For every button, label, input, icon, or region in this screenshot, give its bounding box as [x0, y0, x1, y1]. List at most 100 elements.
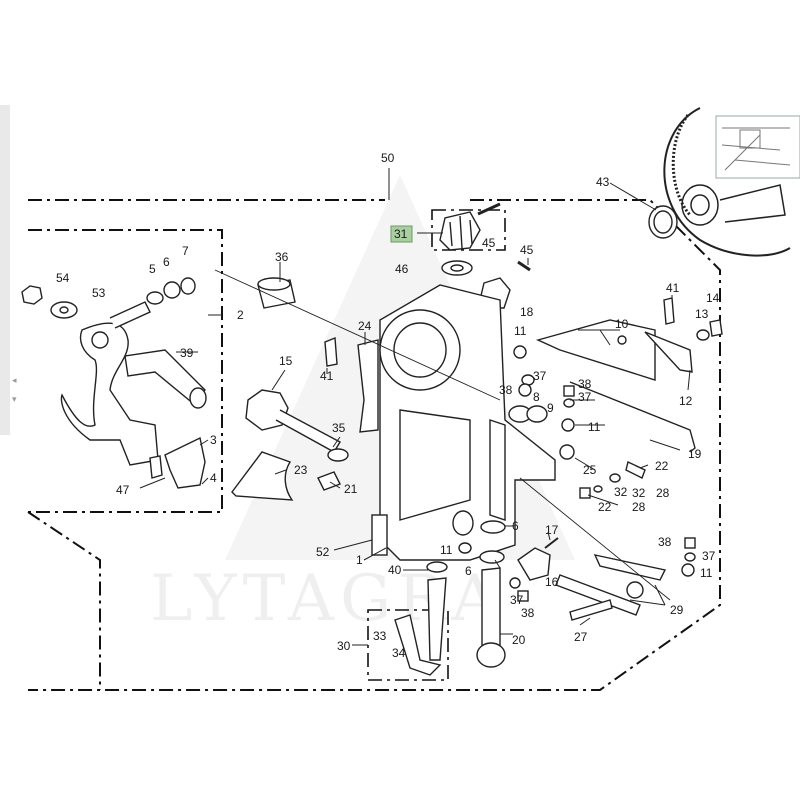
- callout-40[interactable]: 40: [388, 563, 402, 577]
- part-29-arm-b: [555, 574, 641, 616]
- thumbnail-preview[interactable]: [715, 115, 800, 179]
- part-30-shaft: [427, 577, 447, 661]
- callout-32[interactable]: 32: [632, 486, 646, 500]
- callout-13[interactable]: 13: [695, 307, 709, 321]
- callout-47[interactable]: 47: [116, 483, 130, 497]
- callout-27[interactable]: 27: [574, 630, 588, 644]
- callout-11[interactable]: 11: [440, 543, 453, 557]
- callout-37[interactable]: 37: [533, 369, 547, 383]
- callout-36[interactable]: 36: [275, 250, 289, 264]
- part-11a-fitting: [513, 345, 527, 359]
- callout-1[interactable]: 1: [356, 553, 363, 567]
- callout-10[interactable]: 10: [615, 317, 629, 331]
- part-10-bracket: [535, 319, 656, 381]
- part-5-washer: [146, 291, 164, 305]
- part-24-plate: [357, 339, 379, 433]
- part-19-tube: [569, 381, 696, 453]
- callout-23[interactable]: 23: [294, 463, 308, 477]
- callout-52[interactable]: 52: [316, 545, 330, 559]
- part-11b: [561, 418, 575, 432]
- callout-53[interactable]: 53: [92, 286, 106, 300]
- assembly-boundaries: [27, 199, 721, 691]
- callout-45[interactable]: 45: [482, 236, 496, 250]
- part-35-pin: [327, 448, 349, 462]
- callout-31[interactable]: 31: [394, 227, 408, 241]
- watermark-text: LYTAGRA: [150, 562, 504, 636]
- callout-11[interactable]: 11: [588, 420, 601, 434]
- callout-43[interactable]: 43: [596, 175, 610, 189]
- callout-41[interactable]: 41: [666, 281, 680, 295]
- part-6c-ring: [479, 550, 505, 564]
- part-20-shaft: [481, 567, 501, 653]
- callout-11[interactable]: 11: [700, 566, 713, 580]
- callout-22[interactable]: 22: [655, 459, 669, 473]
- part-11d: [681, 563, 695, 577]
- part-6b-ring: [480, 520, 506, 534]
- detail-30-boundary: [367, 609, 449, 681]
- callout-32[interactable]: 32: [614, 485, 628, 499]
- part-37d: [684, 552, 696, 562]
- callout-9[interactable]: 9: [547, 401, 554, 415]
- part-17-pin: [544, 537, 559, 549]
- callout-2[interactable]: 2: [237, 308, 244, 322]
- callout-34[interactable]: 34: [392, 646, 406, 660]
- callout-45[interactable]: 45: [520, 243, 534, 257]
- callout-28[interactable]: 28: [632, 500, 646, 514]
- callout-18[interactable]: 18: [520, 305, 534, 319]
- part-15-knob: [245, 389, 289, 431]
- callout-39[interactable]: 39: [180, 346, 194, 360]
- callout-38[interactable]: 38: [521, 606, 535, 620]
- part-38a: [518, 383, 532, 397]
- callout-41[interactable]: 41: [320, 369, 334, 383]
- callout-38[interactable]: 38: [499, 383, 513, 397]
- callout-54[interactable]: 54: [56, 271, 70, 285]
- callout-6[interactable]: 6: [465, 564, 472, 578]
- callout-37[interactable]: 37: [702, 549, 716, 563]
- callout-14[interactable]: 14: [706, 291, 720, 305]
- lower-left-boundary: [27, 511, 101, 690]
- callout-17[interactable]: 17: [545, 523, 559, 537]
- callout-12[interactable]: 12: [679, 394, 693, 408]
- part-21-screw: [317, 471, 341, 491]
- viewer-scroll-strip[interactable]: [0, 105, 10, 435]
- callout-16[interactable]: 16: [545, 575, 559, 589]
- scroll-down-arrow-icon[interactable]: ▾: [12, 394, 17, 404]
- callout-37[interactable]: 37: [578, 390, 592, 404]
- callout-6[interactable]: 6: [163, 255, 170, 269]
- callout-7[interactable]: 7: [182, 244, 189, 258]
- part-38b: [563, 385, 575, 397]
- callout-6[interactable]: 6: [512, 519, 519, 533]
- part-3-bracket: [164, 436, 206, 489]
- callout-11[interactable]: 11: [514, 324, 527, 338]
- callout-35[interactable]: 35: [332, 421, 346, 435]
- part-27-bolt: [569, 599, 613, 621]
- callout-46[interactable]: 46: [395, 262, 409, 276]
- part-38c: [517, 590, 529, 602]
- callout-3[interactable]: 3: [210, 433, 217, 447]
- highlight-31: [390, 225, 413, 243]
- callout-38[interactable]: 38: [658, 535, 672, 549]
- callout-25[interactable]: 25: [583, 463, 597, 477]
- callout-24[interactable]: 24: [358, 319, 372, 333]
- scroll-left-arrow-icon[interactable]: ◂: [12, 375, 17, 385]
- callout-20[interactable]: 20: [512, 633, 526, 647]
- callout-15[interactable]: 15: [279, 354, 293, 368]
- callout-5[interactable]: 5: [149, 262, 156, 276]
- callout-21[interactable]: 21: [344, 482, 358, 496]
- gear-wheel: [663, 107, 791, 257]
- callout-8[interactable]: 8: [533, 390, 540, 404]
- part-41b-bolt: [663, 297, 675, 325]
- lever-pin: [109, 301, 151, 329]
- callout-33[interactable]: 33: [373, 629, 387, 643]
- callout-28[interactable]: 28: [656, 486, 670, 500]
- callout-29[interactable]: 29: [670, 603, 684, 617]
- callout-19[interactable]: 19: [688, 447, 702, 461]
- parts-art: [21, 202, 723, 676]
- callout-30[interactable]: 30: [337, 639, 351, 653]
- callout-4[interactable]: 4: [210, 471, 217, 485]
- callout-38[interactable]: 38: [578, 377, 592, 391]
- callout-50[interactable]: 50: [381, 151, 395, 165]
- callout-22[interactable]: 22: [598, 500, 612, 514]
- callout-37[interactable]: 37: [510, 593, 524, 607]
